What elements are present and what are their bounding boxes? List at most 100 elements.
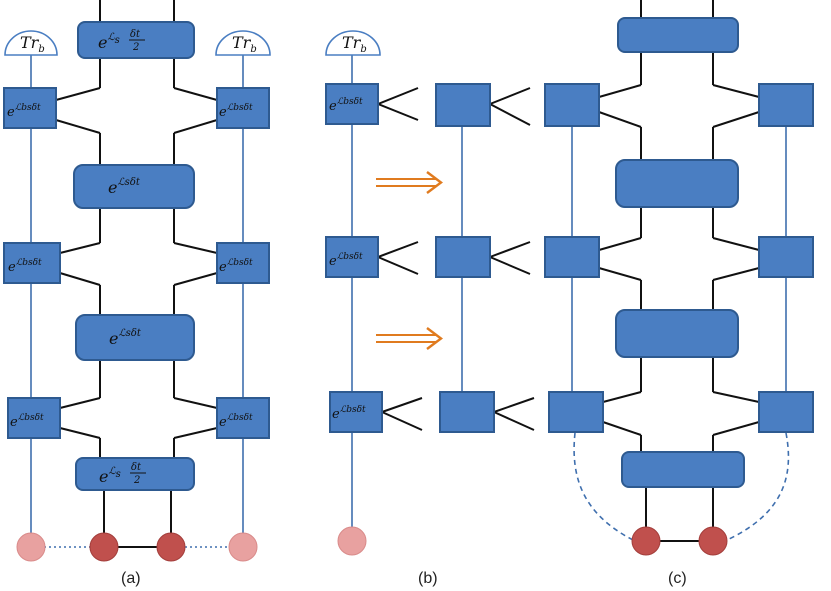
bath-operator-label: eℒbsδt — [219, 258, 253, 275]
contracted-box — [548, 391, 604, 433]
bath-system-box — [329, 391, 383, 433]
wire — [602, 421, 642, 436]
wire — [489, 256, 531, 275]
wire — [173, 242, 218, 254]
wire — [712, 111, 760, 128]
caption-a: (a) — [121, 570, 141, 587]
wire — [377, 241, 419, 258]
trace-cap — [215, 30, 271, 56]
halfstep-operator-label: eℒs — [98, 32, 120, 52]
system-state-dot — [631, 526, 661, 556]
wire — [598, 267, 642, 281]
contracted-box — [758, 83, 814, 127]
panel-c: (c) — [544, 0, 814, 587]
system-operator-label: eℒsδt — [108, 177, 141, 197]
contracted-box — [544, 83, 600, 127]
caption-b: (b) — [418, 570, 438, 587]
bath-system-box — [216, 87, 270, 129]
system-state-dot — [698, 526, 728, 556]
trace-label: Trb — [20, 33, 45, 55]
bath-operator-label: eℒbsδt — [10, 413, 44, 430]
wire — [489, 103, 531, 126]
wire — [381, 411, 423, 431]
wire — [55, 119, 101, 134]
wire — [602, 391, 642, 403]
wire — [712, 237, 760, 251]
wire — [712, 84, 760, 98]
system-box — [615, 159, 739, 208]
wire — [59, 397, 101, 409]
wire — [598, 237, 642, 251]
system-state-dot — [156, 532, 186, 562]
system-box — [621, 451, 745, 488]
contracted-box — [758, 391, 814, 433]
halfstep-den: 2 — [132, 42, 139, 53]
bath-state-dot — [337, 526, 367, 556]
contracted-box — [435, 83, 491, 127]
bath-system-box — [325, 83, 379, 125]
halfstep-operator-label: eℒs — [99, 466, 121, 486]
contracted-box — [758, 236, 814, 278]
bath-state-dot — [228, 532, 258, 562]
contracted-box — [439, 391, 495, 433]
wire — [173, 87, 218, 101]
bath-operator-label: eℒbsδt — [219, 413, 253, 430]
bath-system-box — [3, 242, 61, 284]
wire — [173, 272, 218, 286]
contracted-box — [435, 236, 491, 278]
dashed-link — [573, 432, 634, 541]
wire — [377, 103, 419, 121]
bath-system-box — [325, 236, 379, 278]
panel-a: Trb Trb eℒs δt 2 eℒsδt eℒsδt eℒs δt 2 eℒ… — [3, 0, 271, 587]
system-halfstep-box — [75, 457, 195, 491]
wire — [712, 421, 760, 436]
wire — [598, 111, 642, 128]
wire — [377, 256, 419, 275]
wire — [712, 267, 760, 281]
wire — [493, 411, 535, 431]
system-state-dot — [89, 532, 119, 562]
bath-system-box — [7, 397, 61, 439]
caption-c: (c) — [668, 570, 687, 587]
wire — [377, 87, 419, 105]
wire — [489, 87, 531, 105]
wire — [173, 427, 218, 439]
trace-label: Trb — [232, 33, 257, 55]
wire — [493, 397, 535, 413]
halfstep-den: 2 — [133, 475, 140, 486]
halfstep-num: δt — [131, 462, 142, 473]
bath-operator-label: eℒbsδt — [329, 97, 363, 114]
wire — [712, 391, 760, 403]
wire — [173, 397, 218, 409]
wire — [598, 84, 642, 98]
trace-label: Trb — [342, 33, 367, 55]
contracted-box — [544, 236, 600, 278]
bath-system-box — [3, 87, 57, 129]
wire — [59, 272, 101, 286]
panel-b: Trb eℒbsδt eℒbsδt eℒbsδt (b) — [325, 30, 535, 587]
wire — [489, 241, 531, 258]
arrow-icon — [426, 171, 443, 194]
wire — [381, 397, 423, 413]
wire — [59, 242, 101, 254]
wire — [55, 87, 101, 101]
system-box — [617, 17, 739, 53]
bath-system-box — [216, 397, 270, 439]
bath-state-dot — [16, 532, 46, 562]
bath-operator-label: eℒbsδt — [329, 252, 363, 269]
bath-operator-label: eℒbsδt — [219, 103, 253, 120]
halfstep-num: δt — [130, 29, 141, 40]
bath-operator-label: eℒbsδt — [332, 405, 366, 422]
trace-cap — [4, 30, 58, 56]
arrow-icon — [426, 327, 443, 350]
bath-operator-label: eℒbsδt — [7, 103, 41, 120]
wire — [59, 427, 101, 439]
system-operator-label: eℒsδt — [109, 328, 142, 348]
trace-cap — [325, 30, 381, 56]
system-box — [615, 309, 739, 358]
dashed-link — [726, 432, 790, 541]
system-step-box — [75, 314, 195, 361]
bath-operator-label: eℒbsδt — [8, 258, 42, 275]
wire — [173, 119, 218, 134]
